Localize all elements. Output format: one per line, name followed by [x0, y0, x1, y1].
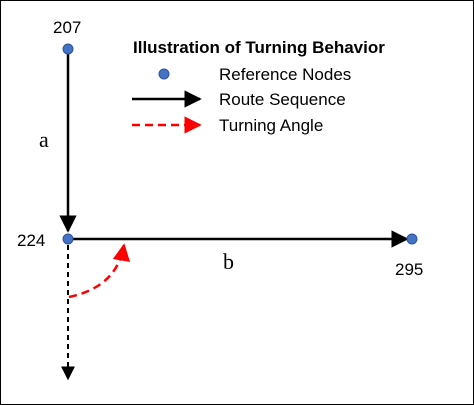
- legend: Reference Nodes Route Sequence Turning A…: [132, 65, 351, 135]
- node-label-207: 207: [53, 18, 81, 37]
- node-224: [62, 233, 74, 245]
- turning-angle-arc: [68, 243, 131, 299]
- edge-label-b: b: [223, 249, 234, 274]
- node-207: [62, 43, 74, 55]
- diagram-title: Illustration of Turning Behavior: [133, 38, 385, 57]
- node-295: [406, 233, 418, 245]
- edge-label-a: a: [39, 127, 49, 152]
- node-label-295: 295: [395, 260, 423, 279]
- legend-label-turning-angle: Turning Angle: [219, 116, 323, 135]
- legend-node-symbol: [158, 68, 170, 80]
- node-label-224: 224: [17, 231, 45, 250]
- legend-label-route-sequence: Route Sequence: [219, 90, 346, 109]
- legend-label-reference-nodes: Reference Nodes: [219, 65, 351, 84]
